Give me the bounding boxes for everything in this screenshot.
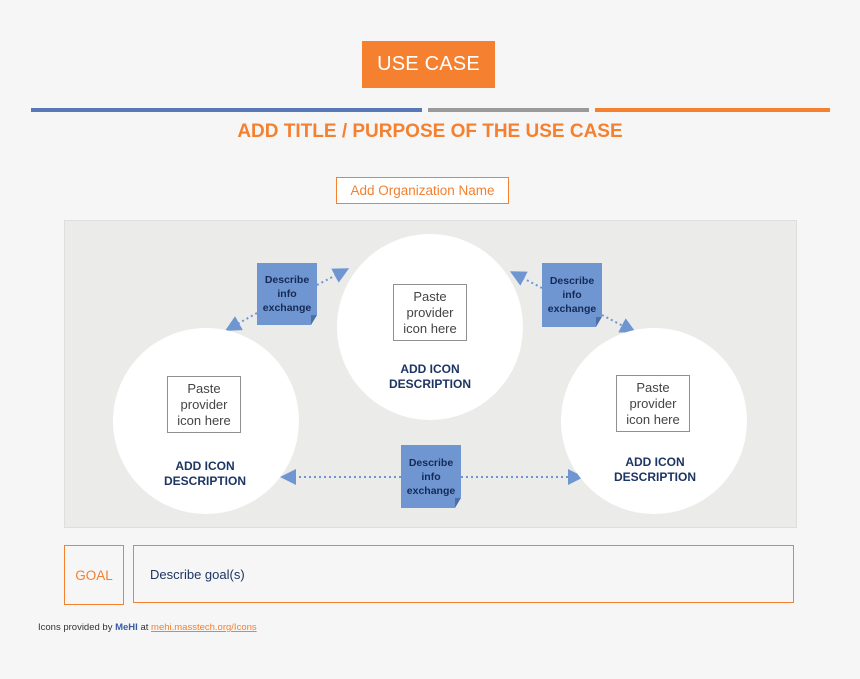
- divider-gray: [428, 108, 589, 112]
- info-exchange-label: Describe info exchange: [406, 456, 456, 497]
- organization-name[interactable]: Add Organization Name: [336, 177, 509, 204]
- icon-placeholder-center[interactable]: Paste provider icon here: [393, 284, 467, 341]
- arrow-left-up: [316, 268, 350, 286]
- icon-description-center[interactable]: ADD ICON DESCRIPTION: [388, 362, 471, 391]
- arrow-right-down: [601, 314, 637, 333]
- arrow-right-up: [509, 271, 543, 289]
- info-exchange-right[interactable]: Describe info exchange: [542, 263, 602, 327]
- divider-blue: [31, 108, 422, 112]
- icon-description-right[interactable]: ADD ICON DESCRIPTION: [613, 455, 696, 484]
- info-exchange-label: Describe info exchange: [262, 274, 312, 314]
- icon-description-left[interactable]: ADD ICON DESCRIPTION: [163, 459, 246, 488]
- icon-placeholder-left[interactable]: Paste provider icon here: [167, 376, 241, 433]
- icon-placeholder-right[interactable]: Paste provider icon here: [616, 375, 690, 432]
- credit-middle: at: [140, 622, 149, 633]
- page-title: ADD TITLE / PURPOSE OF THE USE CASE: [237, 121, 623, 142]
- goal-description[interactable]: Describe goal(s): [133, 545, 794, 603]
- divider-orange: [595, 108, 830, 112]
- credit-link[interactable]: mehi.masstech.org/Icons: [151, 622, 257, 633]
- credit-prefix: Icons provided by: [38, 622, 113, 633]
- info-exchange-label: Describe info exchange: [547, 275, 597, 315]
- credit-brand: MeHI: [115, 622, 138, 633]
- goal-label: GOAL: [64, 545, 124, 605]
- arrow-left-down: [225, 312, 258, 331]
- info-exchange-bottom[interactable]: Describe info exchange: [401, 445, 461, 508]
- icon-credit: Icons provided by MeHI at mehi.masstech.…: [38, 622, 257, 633]
- info-exchange-left[interactable]: Describe info exchange: [257, 263, 317, 325]
- use-case-badge: USE CASE: [362, 41, 495, 88]
